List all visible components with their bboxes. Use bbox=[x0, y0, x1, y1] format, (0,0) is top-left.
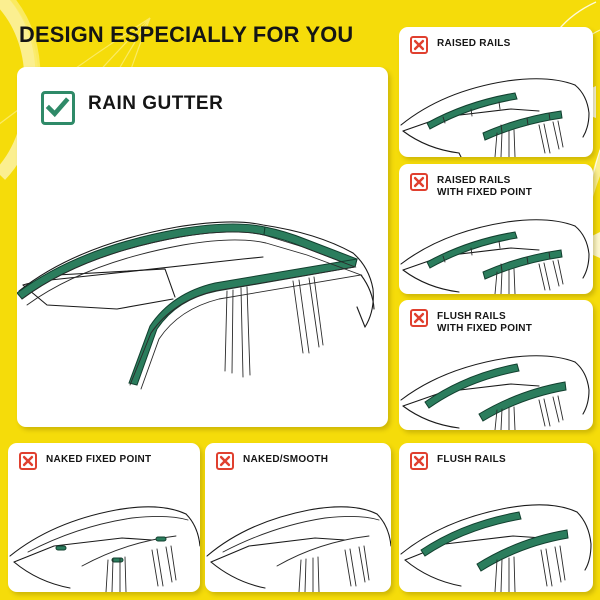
check-icon bbox=[41, 91, 75, 125]
cross-icon bbox=[410, 36, 428, 54]
car-roof-raised-rails-fixed-point-illustration bbox=[400, 219, 590, 294]
car-roof-flush-rails-illustration bbox=[400, 504, 592, 592]
card-label: NAKED/SMOOTH bbox=[243, 454, 329, 465]
car-roof-raised-rails-illustration bbox=[400, 78, 590, 157]
card-rain-gutter[interactable]: RAIN GUTTER bbox=[17, 67, 388, 427]
card-header: NAKED FIXED POINT bbox=[8, 443, 200, 470]
card-raised-rails[interactable]: RAISED RAILS bbox=[399, 27, 593, 157]
car-roof-naked-smooth-illustration bbox=[206, 506, 391, 592]
card-header: FLUSH RAILS WITH FIXED POINT bbox=[399, 300, 593, 334]
card-label: FLUSH RAILS bbox=[437, 454, 506, 465]
card-label: FLUSH RAILS WITH FIXED POINT bbox=[437, 311, 533, 334]
card-header: FLUSH RAILS bbox=[399, 443, 593, 470]
card-label: RAISED RAILS WITH FIXED POINT bbox=[437, 175, 533, 198]
card-label: NAKED FIXED POINT bbox=[46, 454, 152, 465]
car-roof-naked-fixed-point-illustration bbox=[9, 506, 200, 592]
card-raised-rails-fixed-point[interactable]: RAISED RAILS WITH FIXED POINT bbox=[399, 164, 593, 294]
card-flush-rails[interactable]: FLUSH RAILS bbox=[399, 443, 593, 592]
cross-icon bbox=[410, 173, 428, 191]
car-roof-rain-gutter-illustration bbox=[17, 221, 375, 390]
cross-icon bbox=[19, 452, 37, 470]
card-header: NAKED/SMOOTH bbox=[205, 443, 391, 470]
card-header: RAISED RAILS bbox=[399, 27, 593, 54]
card-header: RAIN GUTTER bbox=[17, 67, 388, 125]
card-naked-smooth[interactable]: NAKED/SMOOTH bbox=[205, 443, 391, 592]
card-header: RAISED RAILS WITH FIXED POINT bbox=[399, 164, 593, 198]
car-roof-flush-rails-fixed-point-illustration bbox=[400, 355, 590, 430]
card-naked-fixed-point[interactable]: NAKED FIXED POINT bbox=[8, 443, 200, 592]
cross-icon bbox=[410, 452, 428, 470]
page-title: DESIGN ESPECIALLY FOR YOU bbox=[19, 22, 354, 47]
cross-icon bbox=[410, 309, 428, 327]
card-label: RAIN GUTTER bbox=[88, 93, 224, 114]
cross-icon bbox=[216, 452, 234, 470]
card-flush-rails-fixed-point[interactable]: FLUSH RAILS WITH FIXED POINT bbox=[399, 300, 593, 430]
card-label: RAISED RAILS bbox=[437, 38, 511, 49]
